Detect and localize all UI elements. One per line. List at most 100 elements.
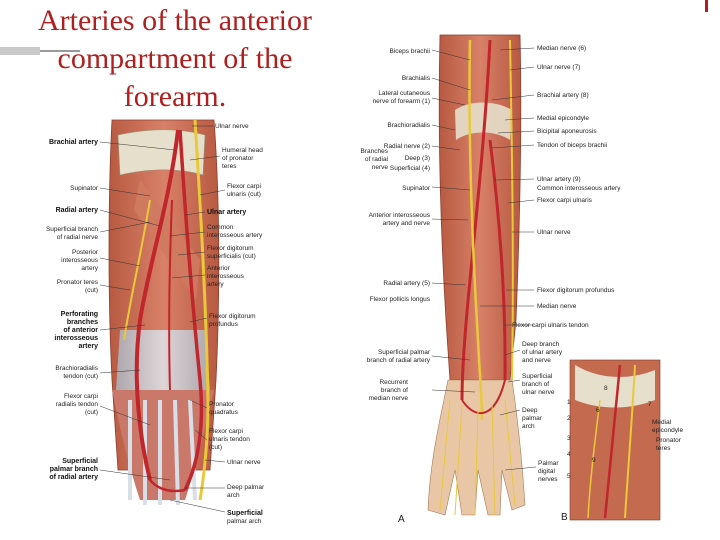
label-biceps-brachii: Biceps brachii: [390, 48, 430, 55]
label-ulnar-nerve-r: Ulnar nerve: [537, 229, 571, 236]
label-deep-palmar-r2: palmar: [522, 415, 543, 422]
label-anterior-interosseous-2: interosseous: [207, 273, 245, 280]
title-line-1: Arteries of the anterior: [37, 4, 313, 37]
label-anterior-interosseous: Anterior: [207, 265, 231, 272]
label-deep-branch-3: and nerve: [522, 357, 551, 364]
label-supinator: Supinator: [70, 185, 99, 192]
inset-label-medial: Medial: [652, 419, 672, 426]
label-common-interosseous-2: interosseous artery: [207, 232, 263, 239]
label-anterior-interosseous-r: Anterior interosseous: [369, 212, 431, 219]
label-perforating-5: artery: [79, 343, 99, 350]
label-humeral-head-3: teres: [222, 163, 237, 170]
label-fcu-tendon: Flexor carpi: [209, 428, 243, 435]
label-superficial-4: Superficial (4): [390, 165, 430, 172]
label-pronator-quadratus: Pronator: [209, 401, 235, 408]
label-brachialis: Brachialis: [402, 75, 431, 82]
left-figure-right-labels: Ulnar nerve Humeral head of pronator ter…: [207, 123, 265, 525]
label-deep-palmar: Deep palmar: [227, 484, 265, 491]
label-fdp-2: profundus: [209, 321, 239, 328]
label-superficial-branch-ulnar-3: ulnar nerve: [522, 389, 555, 396]
label-superficial-palmar-arch: Superficial: [227, 510, 263, 517]
panel-a-letter: A: [398, 514, 405, 525]
label-pronator-teres: Pronator teres: [57, 279, 99, 286]
right-forearm-illustration: [427, 34, 526, 516]
label-deep-branch-2: of ulnar artery: [522, 349, 563, 356]
label-superficial-branch-2: of radial nerve: [57, 234, 99, 241]
label-fcu: Flexor carpi: [227, 183, 261, 190]
label-fcr-3: (cut): [85, 409, 98, 416]
corner-mark: [705, 0, 708, 12]
label-recurrent: Recurrent: [379, 379, 408, 386]
slide-title: Arteries of the anterior compartment of …: [10, 2, 340, 116]
label-fds-2: superficialis (cut): [207, 253, 256, 260]
label-superficial-branch-ulnar: Superficial: [522, 373, 553, 380]
panel-b-letter: B: [561, 512, 568, 523]
label-palmar-digital-3: nerves: [538, 476, 558, 483]
title-line-3: forearm.: [123, 80, 227, 113]
label-radial-artery-5: Radial artery (5): [383, 280, 430, 287]
label-radial-artery: Radial artery: [56, 207, 99, 214]
label-fcu-tendon-2: ulnaris tendon: [209, 436, 250, 443]
label-posterior-2: interosseous: [61, 257, 99, 264]
title-rule: [0, 47, 40, 55]
label-ulnar-nerve-2: Ulnar nerve: [227, 459, 261, 466]
label-deep-branch: Deep branch: [522, 341, 560, 348]
inset-number-6: 6: [596, 407, 600, 414]
inset-number-7: 7: [648, 401, 652, 408]
label-superficial-branch: Superficial branch: [46, 226, 98, 233]
label-supinator-r: Supinator: [402, 185, 431, 192]
label-bicipital-aponeurosis: Bicipital aponeurosis: [537, 128, 597, 135]
label-palmar-digital-2: digital: [538, 468, 556, 475]
label-perforating: Perforating: [61, 311, 98, 318]
label-lateral-cutaneous: Lateral cutaneous: [378, 90, 430, 97]
label-recurrent-3: median nerve: [369, 395, 409, 402]
label-branches: Branches: [361, 148, 389, 155]
label-brachioradialis-2: tendon (cut): [63, 373, 98, 380]
inset-number-5: 5: [567, 473, 571, 480]
left-figure-left-labels: Brachial artery Supinator Radial artery …: [46, 139, 99, 481]
label-deep-palmar-2: arch: [227, 492, 240, 499]
label-medial-epicondyle: Medial epicondyle: [537, 115, 589, 122]
inset-label-pronator: Pronator: [656, 437, 682, 444]
label-fcu-r: Flexor carpi ulnaris: [537, 197, 593, 204]
title-line-2: compartment of the: [57, 42, 293, 75]
label-fcu-tendon-r: Flexor carpi ulnaris tendon: [512, 322, 589, 329]
label-brachial-artery: Brachial artery: [49, 139, 98, 146]
left-forearm-illustration: [108, 119, 220, 506]
label-humeral-head: Humeral head: [222, 147, 263, 154]
label-brachioradialis: Brachioradialis: [55, 365, 98, 372]
label-fcr: Flexor carpi: [64, 393, 98, 400]
label-fcu-tendon-3: (cut): [209, 444, 222, 451]
inset-number-3: 3: [567, 435, 571, 442]
label-branches-3: nerve: [372, 164, 389, 171]
inset-number-1: 1: [567, 399, 571, 406]
label-recurrent-2: branch of: [381, 387, 408, 394]
label-palmar-digital: Palmar: [538, 460, 559, 467]
label-fpl: Flexor pollicis longus: [370, 296, 431, 303]
label-posterior: Posterior: [72, 249, 99, 256]
label-posterior-3: artery: [81, 265, 98, 272]
inset-label-epicondyle: epicondyle: [652, 427, 683, 434]
label-perforating-4: interosseous: [54, 335, 98, 342]
label-anterior-interosseous-r2: artery and nerve: [383, 220, 431, 227]
inset-label-teres: teres: [656, 445, 671, 452]
label-humeral-head-2: of pronator: [222, 155, 254, 162]
label-pronator-quadratus-2: quadratus: [209, 409, 239, 416]
label-fdp-r: Flexor digitorum profundus: [537, 287, 615, 294]
label-ulnar-artery: Ulnar artery: [207, 209, 246, 216]
label-superficial-palmar-2: palmar branch: [50, 466, 98, 473]
label-tendon-biceps: Tendon of biceps brachii: [537, 142, 607, 149]
label-superficial-palmar: Superficial: [62, 458, 98, 465]
label-fcu-2: ulnaris (cut): [227, 191, 261, 198]
title-rule-line: [40, 50, 80, 52]
label-ulnar-nerve: Ulnar nerve: [215, 123, 249, 130]
label-median-nerve-r: Median nerve: [537, 303, 577, 310]
inset-number-9: 9: [592, 457, 596, 464]
label-superficial-palmar-3: of radial artery: [49, 474, 98, 481]
inset-illustration: 8 6 9 1 2 3 4 5 7 Medial epicondyle Pron…: [567, 359, 683, 521]
left-figure-leaders: [99, 125, 226, 513]
right-figure-right-labels: Median nerve (6) Ulnar nerve (7) Brachia…: [512, 45, 621, 483]
right-figure-left-labels: Biceps brachii Brachialis Lateral cutane…: [361, 48, 431, 402]
label-ulnar-nerve-7: Ulnar nerve (7): [537, 64, 580, 71]
